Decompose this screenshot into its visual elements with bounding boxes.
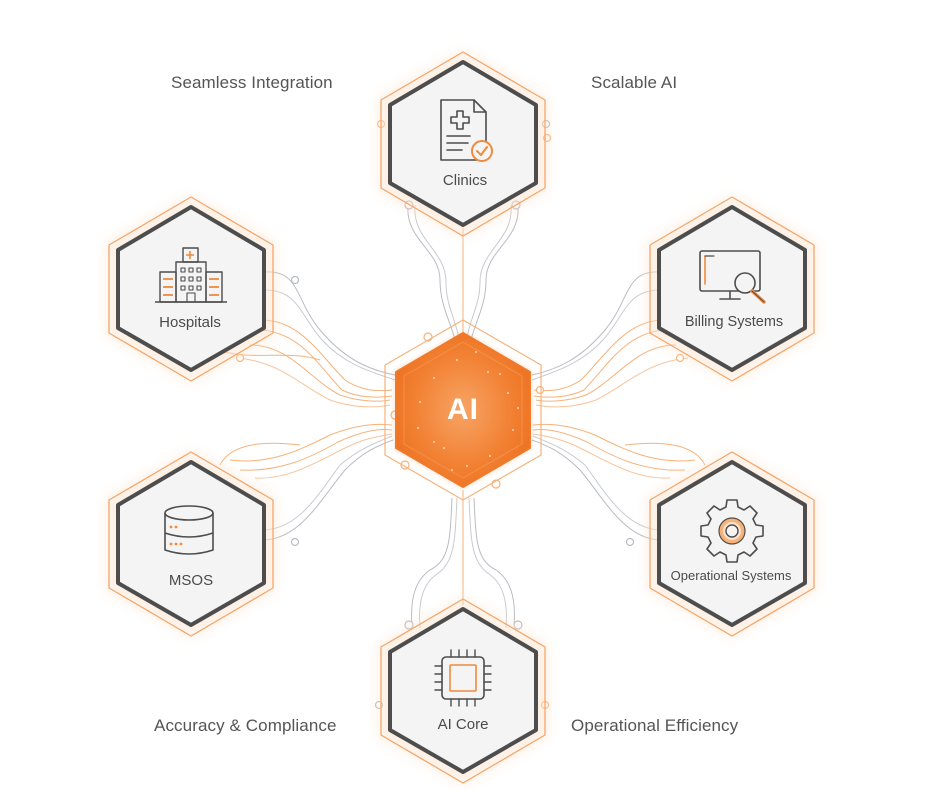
hospitals-label: Hospitals: [159, 314, 221, 331]
node-operational-systems[interactable]: [647, 450, 817, 638]
ai-center-hub[interactable]: [384, 319, 542, 501]
hospital-building-icon: [155, 247, 227, 303]
sparkle-dots: [417, 351, 519, 471]
ai-center-label: AI: [447, 393, 479, 426]
caption-seamless-integration: Seamless Integration: [171, 73, 333, 92]
monitor-magnifier-icon: [699, 250, 766, 304]
gear-icon: [700, 499, 764, 563]
node-billing-systems[interactable]: [647, 195, 817, 383]
chip-icon: [434, 649, 492, 707]
caption-accuracy-compliance: Accuracy & Compliance: [154, 716, 337, 735]
node-hospitals[interactable]: [106, 195, 276, 383]
node-clinics[interactable]: [378, 50, 548, 238]
billing-systems-label: Billing Systems: [684, 314, 784, 330]
node-ai-core[interactable]: [378, 597, 548, 785]
ai-core-label: AI Core: [437, 716, 489, 733]
msos-label: MSOS: [168, 572, 214, 589]
database-server-icon: [164, 505, 214, 555]
node-msos[interactable]: [106, 450, 276, 638]
caption-scalable-ai: Scalable AI: [591, 73, 678, 92]
clinics-label: Clinics: [442, 172, 488, 189]
clinic-document-check-icon: [440, 99, 493, 162]
connector-lines: [219, 204, 706, 629]
operational-systems-label: Operational Systems: [670, 568, 792, 583]
caption-operational-efficiency: Operational Efficiency: [571, 716, 739, 735]
